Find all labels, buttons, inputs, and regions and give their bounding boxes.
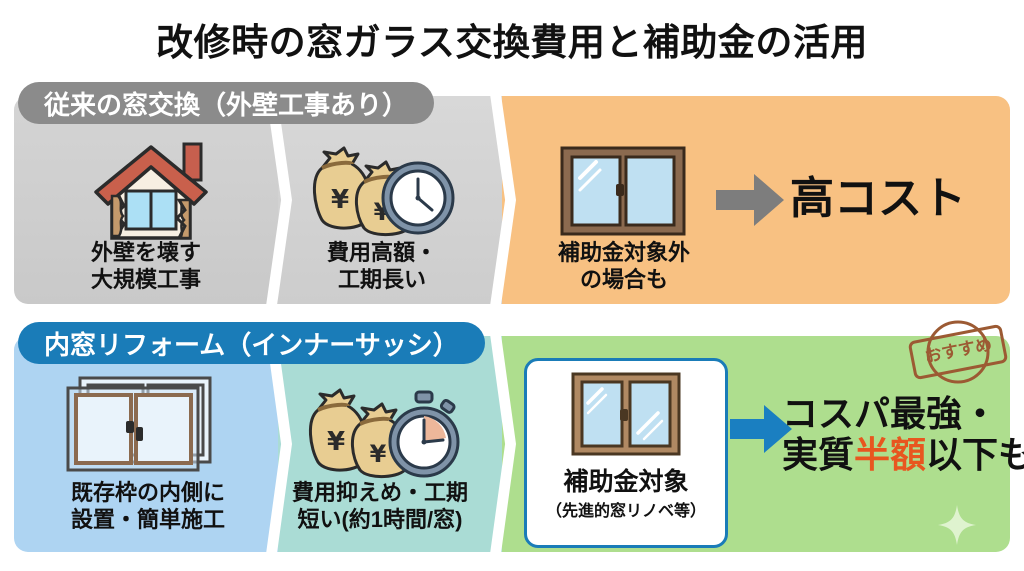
result-inner-sash-line2: 実質半額以下も xyxy=(782,434,1024,475)
result-line2-after: 以下も xyxy=(926,434,1024,476)
caption-conventional-step-1: 外壁を壊す 大規模工事 xyxy=(90,240,201,293)
svg-text:¥: ¥ xyxy=(370,440,387,468)
section-header-inner-sash: 内窓リフォーム（インナーサッシ） xyxy=(18,322,485,364)
subsidy-highlight-card: 補助金対象 （先進的窓リノベ等） xyxy=(524,358,728,548)
money-bags-clock-icon: ¥ ¥ xyxy=(302,140,462,244)
cracked-house-icon xyxy=(66,134,236,244)
svg-text:¥: ¥ xyxy=(327,427,345,457)
caption-conventional-step-2: 費用高額・ 工期長い xyxy=(326,240,437,293)
caption-inner-sash-step-2: 費用抑えめ・工期 短い(約1時間/窓) xyxy=(291,480,468,533)
caption-conventional-step-3: 補助金対象外 の場合も xyxy=(557,240,690,293)
result-conventional: 高コスト xyxy=(790,174,966,223)
result-inner-sash-line1: コスパ最強・ xyxy=(782,393,999,434)
subsidy-card-subtitle: （先進的窓リノベ等） xyxy=(545,503,706,520)
right-arrow-blue-icon xyxy=(730,403,792,455)
sparkle-icon xyxy=(938,505,976,545)
recommend-stamp-icon: おすすめ xyxy=(906,314,1010,392)
subsidy-card-title: 補助金対象 xyxy=(563,468,689,496)
window-icon xyxy=(558,144,688,238)
result-line2-before: 実質 xyxy=(782,434,855,476)
money-bags-stopwatch-icon: ¥ ¥ xyxy=(300,384,468,484)
svg-text:¥: ¥ xyxy=(331,185,349,215)
result-line2-highlight: 半額 xyxy=(854,434,927,476)
section-header-conventional: 従来の窓交換（外壁工事あり） xyxy=(18,82,435,124)
page-title: 改修時の窓ガラス交換費用と補助金の活用 xyxy=(156,22,868,63)
double-window-icon xyxy=(58,374,236,474)
result-inner-sash: コスパ最強・ 実質半額以下も xyxy=(782,393,1024,475)
caption-inner-sash-step-1: 既存枠の内側に 設置・簡単施工 xyxy=(70,480,225,533)
right-arrow-gray-icon xyxy=(716,172,784,228)
window-card-icon xyxy=(570,371,682,462)
